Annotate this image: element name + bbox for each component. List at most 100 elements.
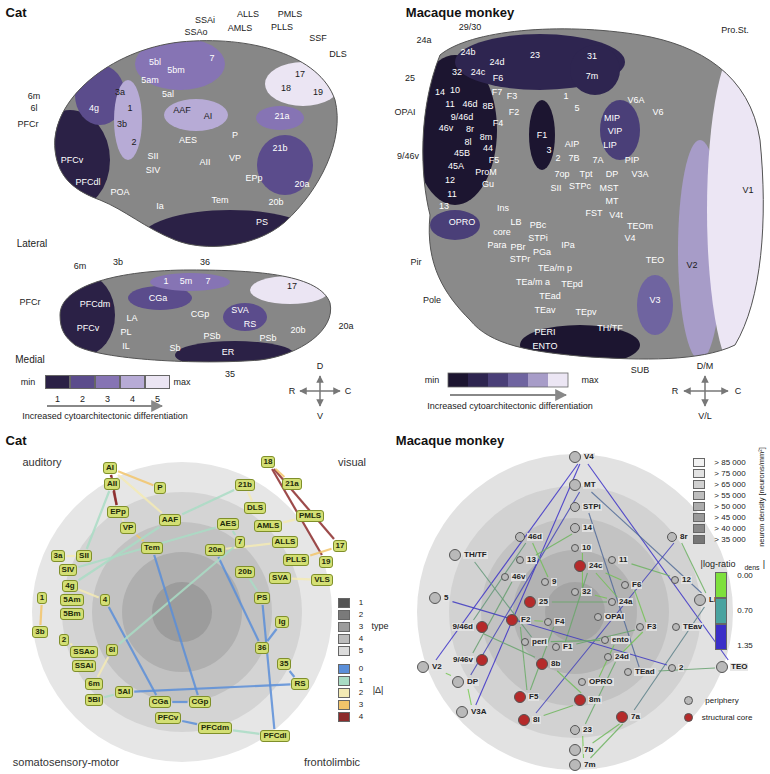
- region-node: F4: [544, 618, 567, 626]
- connector: [292, 577, 310, 580]
- node-label: TEO: [730, 663, 748, 671]
- connector: [154, 555, 198, 695]
- area-label: Increased cytoarchitectonic differentiat…: [427, 402, 592, 411]
- node-circle: [608, 598, 616, 606]
- area-node: 4g: [62, 580, 77, 592]
- area-label: core: [493, 228, 511, 237]
- area-node: ALLS: [272, 536, 299, 548]
- area-label: |Δ|: [373, 686, 384, 695]
- region-node: 8r: [667, 532, 691, 542]
- area-label: 13: [439, 202, 449, 211]
- area-label: R: [289, 387, 296, 396]
- region-node: 24d: [604, 653, 632, 661]
- legend-text: > 35 000: [714, 536, 745, 544]
- legend-text: periphery: [705, 697, 738, 705]
- node-circle: [694, 594, 706, 606]
- node-label: 11: [618, 556, 628, 564]
- area-label: 7op: [554, 170, 569, 179]
- connector: [576, 630, 635, 644]
- area-label: 18: [281, 84, 291, 93]
- legend-text: > 85 000: [714, 459, 745, 467]
- area-label: 7A: [592, 156, 603, 165]
- node-label: 7b: [583, 746, 594, 754]
- node-label: V3A: [470, 708, 488, 716]
- area-label: 21a: [274, 112, 289, 121]
- node-circle: [621, 581, 629, 589]
- area-label: 20a: [338, 322, 353, 331]
- region-node: 8m: [574, 694, 604, 706]
- connector: [468, 689, 471, 705]
- area-label: F3: [507, 92, 518, 101]
- region-node: 5: [429, 592, 451, 604]
- area-node: PLLS: [283, 554, 309, 566]
- node-label: 18: [264, 457, 273, 466]
- area-label: PMLS: [278, 10, 303, 19]
- node-circle: [449, 549, 461, 561]
- node-label: VLS: [314, 575, 330, 584]
- node-label: SII: [79, 551, 89, 560]
- node-label: MT: [583, 481, 597, 489]
- node-label: V2: [431, 663, 443, 671]
- area-label: 46v: [439, 124, 454, 133]
- area-label: Gu: [482, 180, 494, 189]
- area-label: OPRO: [449, 218, 476, 227]
- area-label: V3: [649, 296, 660, 305]
- region-node: 7m: [569, 759, 599, 771]
- area-label: TEa/m p: [538, 264, 572, 273]
- node-label: TEav: [682, 623, 703, 631]
- legend-swatch: [338, 622, 350, 632]
- legend-swatch: [693, 524, 705, 533]
- node-label: 7m: [583, 761, 597, 769]
- node-circle: [569, 759, 581, 771]
- node-label: 2: [62, 635, 66, 644]
- area-label: 8m: [480, 133, 493, 142]
- connector: [596, 573, 617, 597]
- area-node: RS: [291, 678, 308, 690]
- area-label: TEav: [534, 306, 555, 315]
- area-label: |log-ratio: [701, 560, 736, 569]
- area-label: max: [581, 376, 598, 385]
- area-label: 46d: [462, 100, 477, 109]
- region-node: 9/46d: [450, 621, 488, 633]
- legend-swatch: [684, 713, 693, 722]
- region-node: 12: [671, 576, 694, 584]
- area-label: F2: [509, 108, 520, 117]
- node-label: 3b: [35, 627, 44, 636]
- connector: [113, 491, 116, 505]
- node-label: 5: [443, 594, 449, 602]
- connector: [593, 724, 620, 743]
- region-node: TEO: [716, 661, 750, 673]
- area-node: AII: [104, 478, 120, 490]
- node-label: 5Am: [63, 595, 80, 604]
- node-circle: [536, 658, 548, 670]
- area-label: 35: [225, 370, 235, 379]
- area-node: P: [154, 482, 165, 494]
- area-label: TEO: [646, 256, 665, 265]
- node-circle: [476, 621, 488, 633]
- area-label: 7B: [568, 154, 579, 163]
- node-circle: [501, 573, 509, 581]
- area-label: 9/46d: [451, 113, 474, 122]
- node-label: 4: [103, 595, 107, 604]
- node-circle: [515, 532, 525, 542]
- node-circle: [570, 725, 580, 735]
- legend-text: 1: [55, 395, 60, 404]
- region-node: 14: [570, 523, 595, 533]
- region-node: 46d: [515, 532, 545, 542]
- node-circle: [569, 451, 581, 463]
- area-label: 12: [445, 176, 455, 185]
- area-label: Macaque monkey: [406, 6, 514, 19]
- legend-swatch: [338, 664, 350, 674]
- area-node: 3a: [51, 550, 66, 562]
- region-node: MT: [569, 479, 599, 491]
- legend-text: 2: [80, 395, 85, 404]
- area-label: 7: [205, 277, 210, 286]
- area-label: 9/46v: [397, 152, 419, 161]
- node-label: 10: [581, 544, 592, 552]
- area-label: V2: [686, 261, 697, 270]
- legend-swatch: [338, 610, 350, 620]
- node-label: 6l: [109, 645, 116, 654]
- region-node: STPi: [570, 502, 604, 512]
- node-label: SIV: [62, 565, 75, 574]
- node-label: SSAi: [75, 661, 94, 670]
